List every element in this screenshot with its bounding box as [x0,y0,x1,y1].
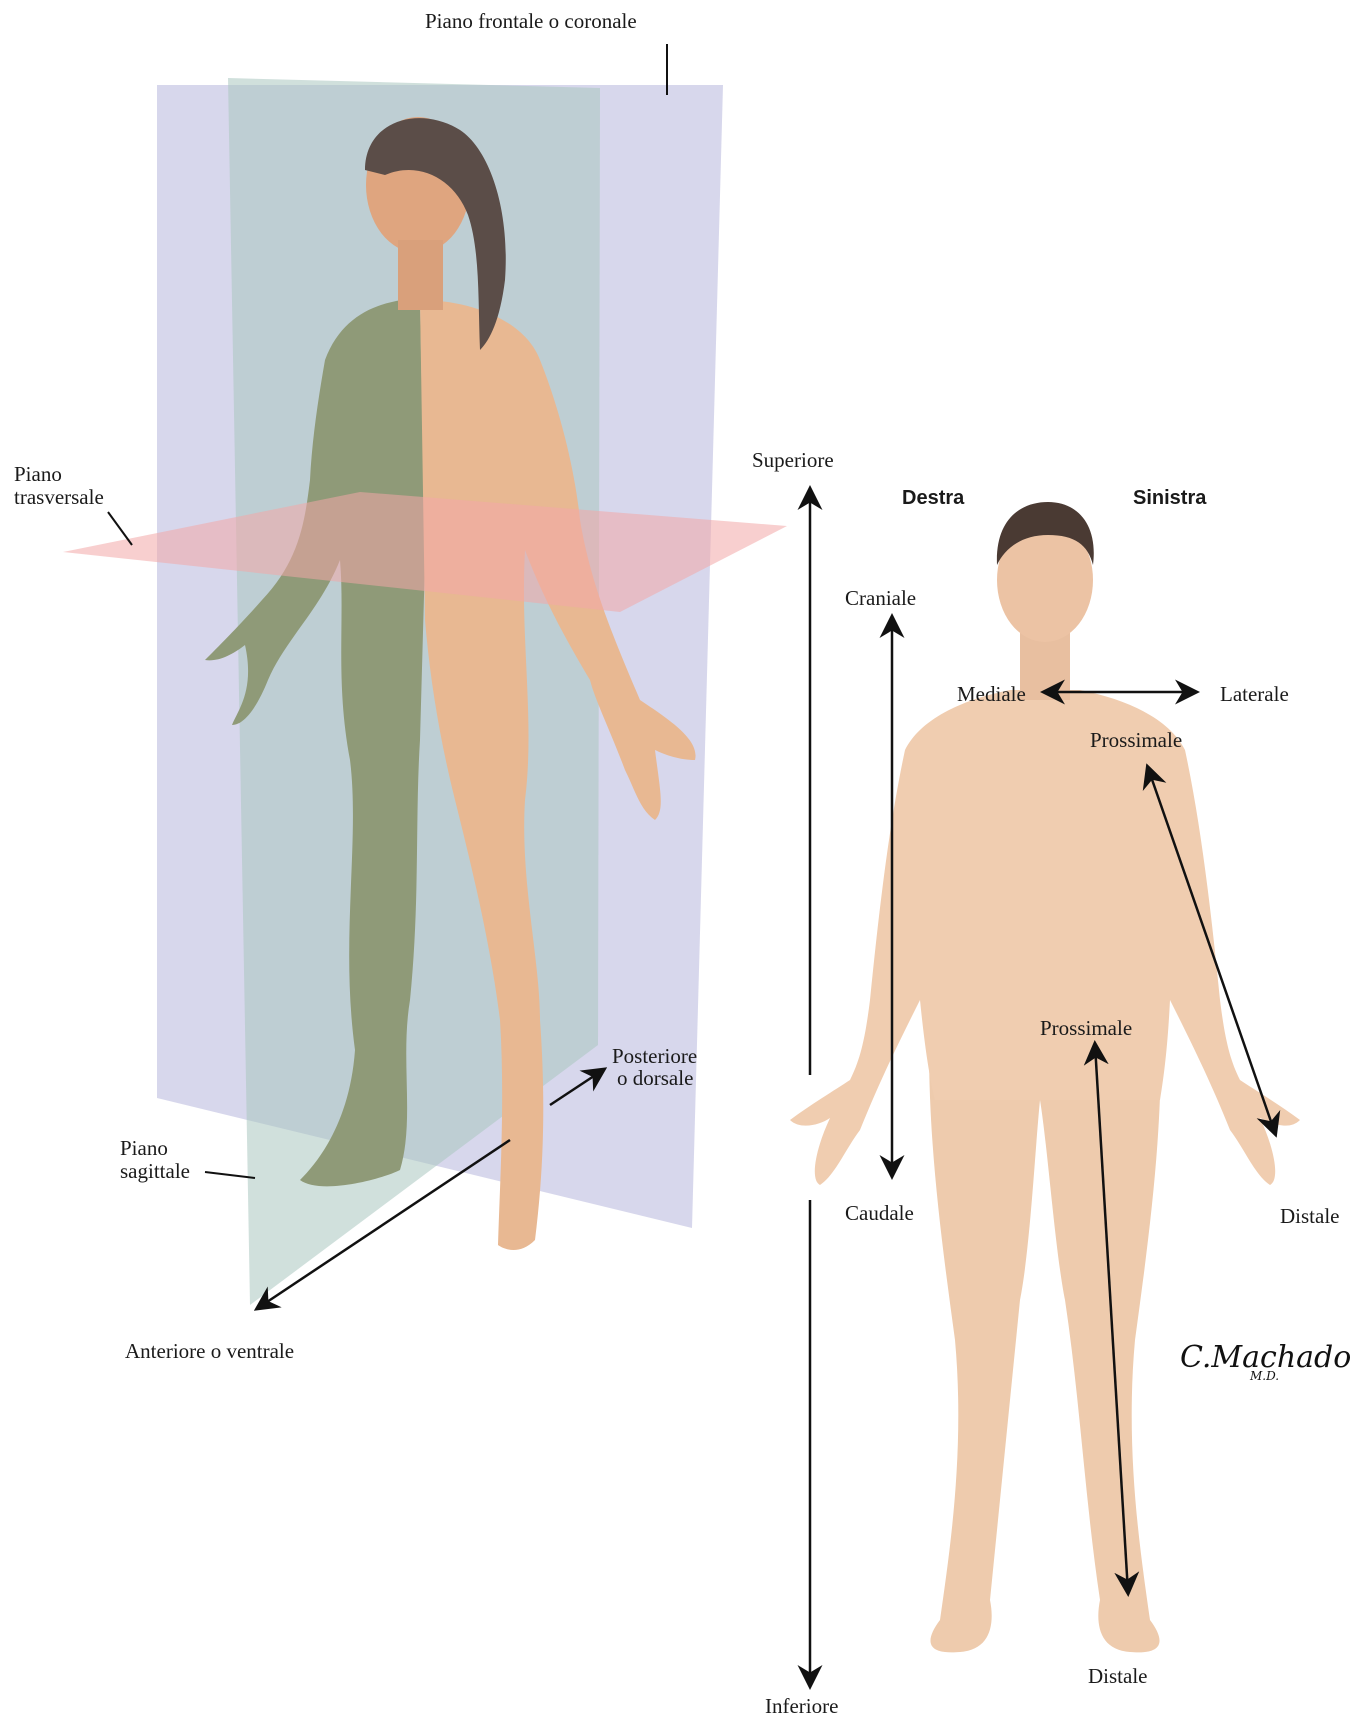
label-posterior-2: o dorsale [617,1067,693,1089]
label-lateral: Laterale [1220,683,1289,705]
label-cranial: Craniale [845,587,916,609]
label-frontal-plane: Piano frontale o coronale [425,10,637,32]
label-medial: Mediale [957,683,1026,705]
leader-transverse [108,512,132,545]
label-anterior: Anteriore o ventrale [125,1340,294,1362]
label-caudal: Caudale [845,1202,914,1224]
label-proximal-leg: Prossimale [1040,1017,1132,1039]
male-figure-group [790,502,1300,1652]
label-superior: Superiore [752,449,834,471]
label-distal-arm: Distale [1280,1205,1339,1227]
label-distal-leg: Distale [1088,1665,1147,1687]
label-sagittal-plane-1: Piano [120,1137,168,1159]
label-left: Sinistra [1133,487,1206,509]
label-transverse-plane-2: trasversale [14,486,104,508]
leader-sagittal [205,1172,255,1178]
label-inferior: Inferiore [765,1695,838,1717]
label-right: Destra [902,487,964,509]
label-transverse-plane-1: Piano [14,463,62,485]
label-proximal-arm: Prossimale [1090,729,1182,751]
female-figure-group [63,78,787,1305]
figure-neck [398,240,443,310]
label-sagittal-plane-2: sagittale [120,1160,190,1182]
label-posterior-1: Posteriore [612,1045,697,1067]
artist-signature: C.Machado M.D. [1180,1340,1350,1383]
